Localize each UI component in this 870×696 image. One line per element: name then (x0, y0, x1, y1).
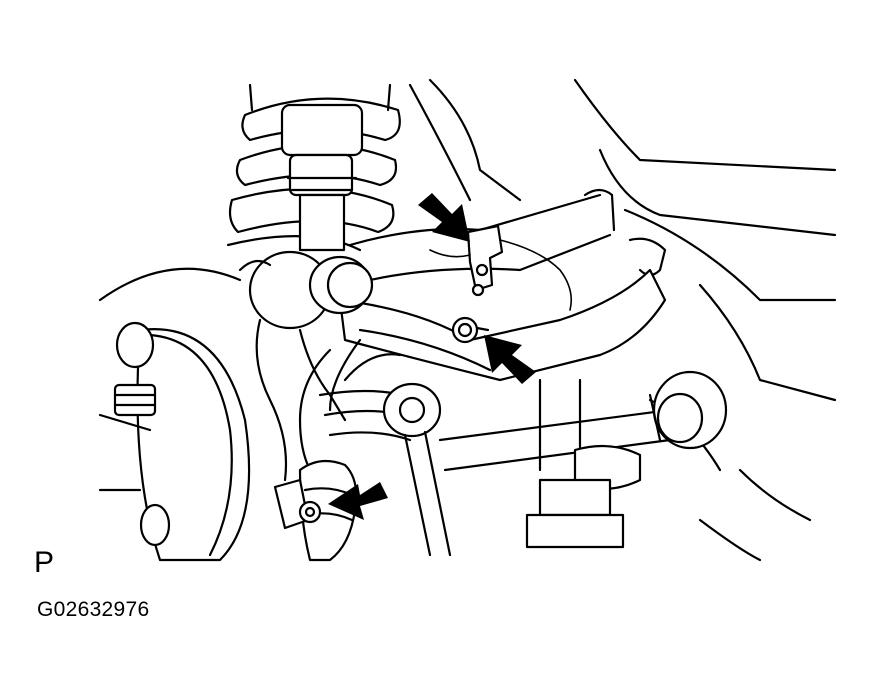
arrow-lower-joint (328, 482, 388, 520)
brake-drum (98, 267, 251, 562)
arrow-arm-bolt (484, 335, 536, 384)
upper-joint (238, 250, 374, 330)
sensor-bracket (429, 224, 573, 311)
support-block (525, 378, 642, 549)
arrow-upper-bracket (418, 193, 470, 242)
knuckle (255, 318, 402, 482)
stabilizer-link (382, 382, 452, 557)
lower-control-arm (338, 268, 667, 382)
shock-absorber (280, 103, 364, 252)
figure-code-label: G02632976 (37, 598, 150, 621)
upper-control-arm (348, 188, 667, 282)
view-letter-label: P (34, 546, 55, 579)
control-arm-bolt (451, 316, 490, 344)
stabilizer-bar (438, 370, 728, 472)
